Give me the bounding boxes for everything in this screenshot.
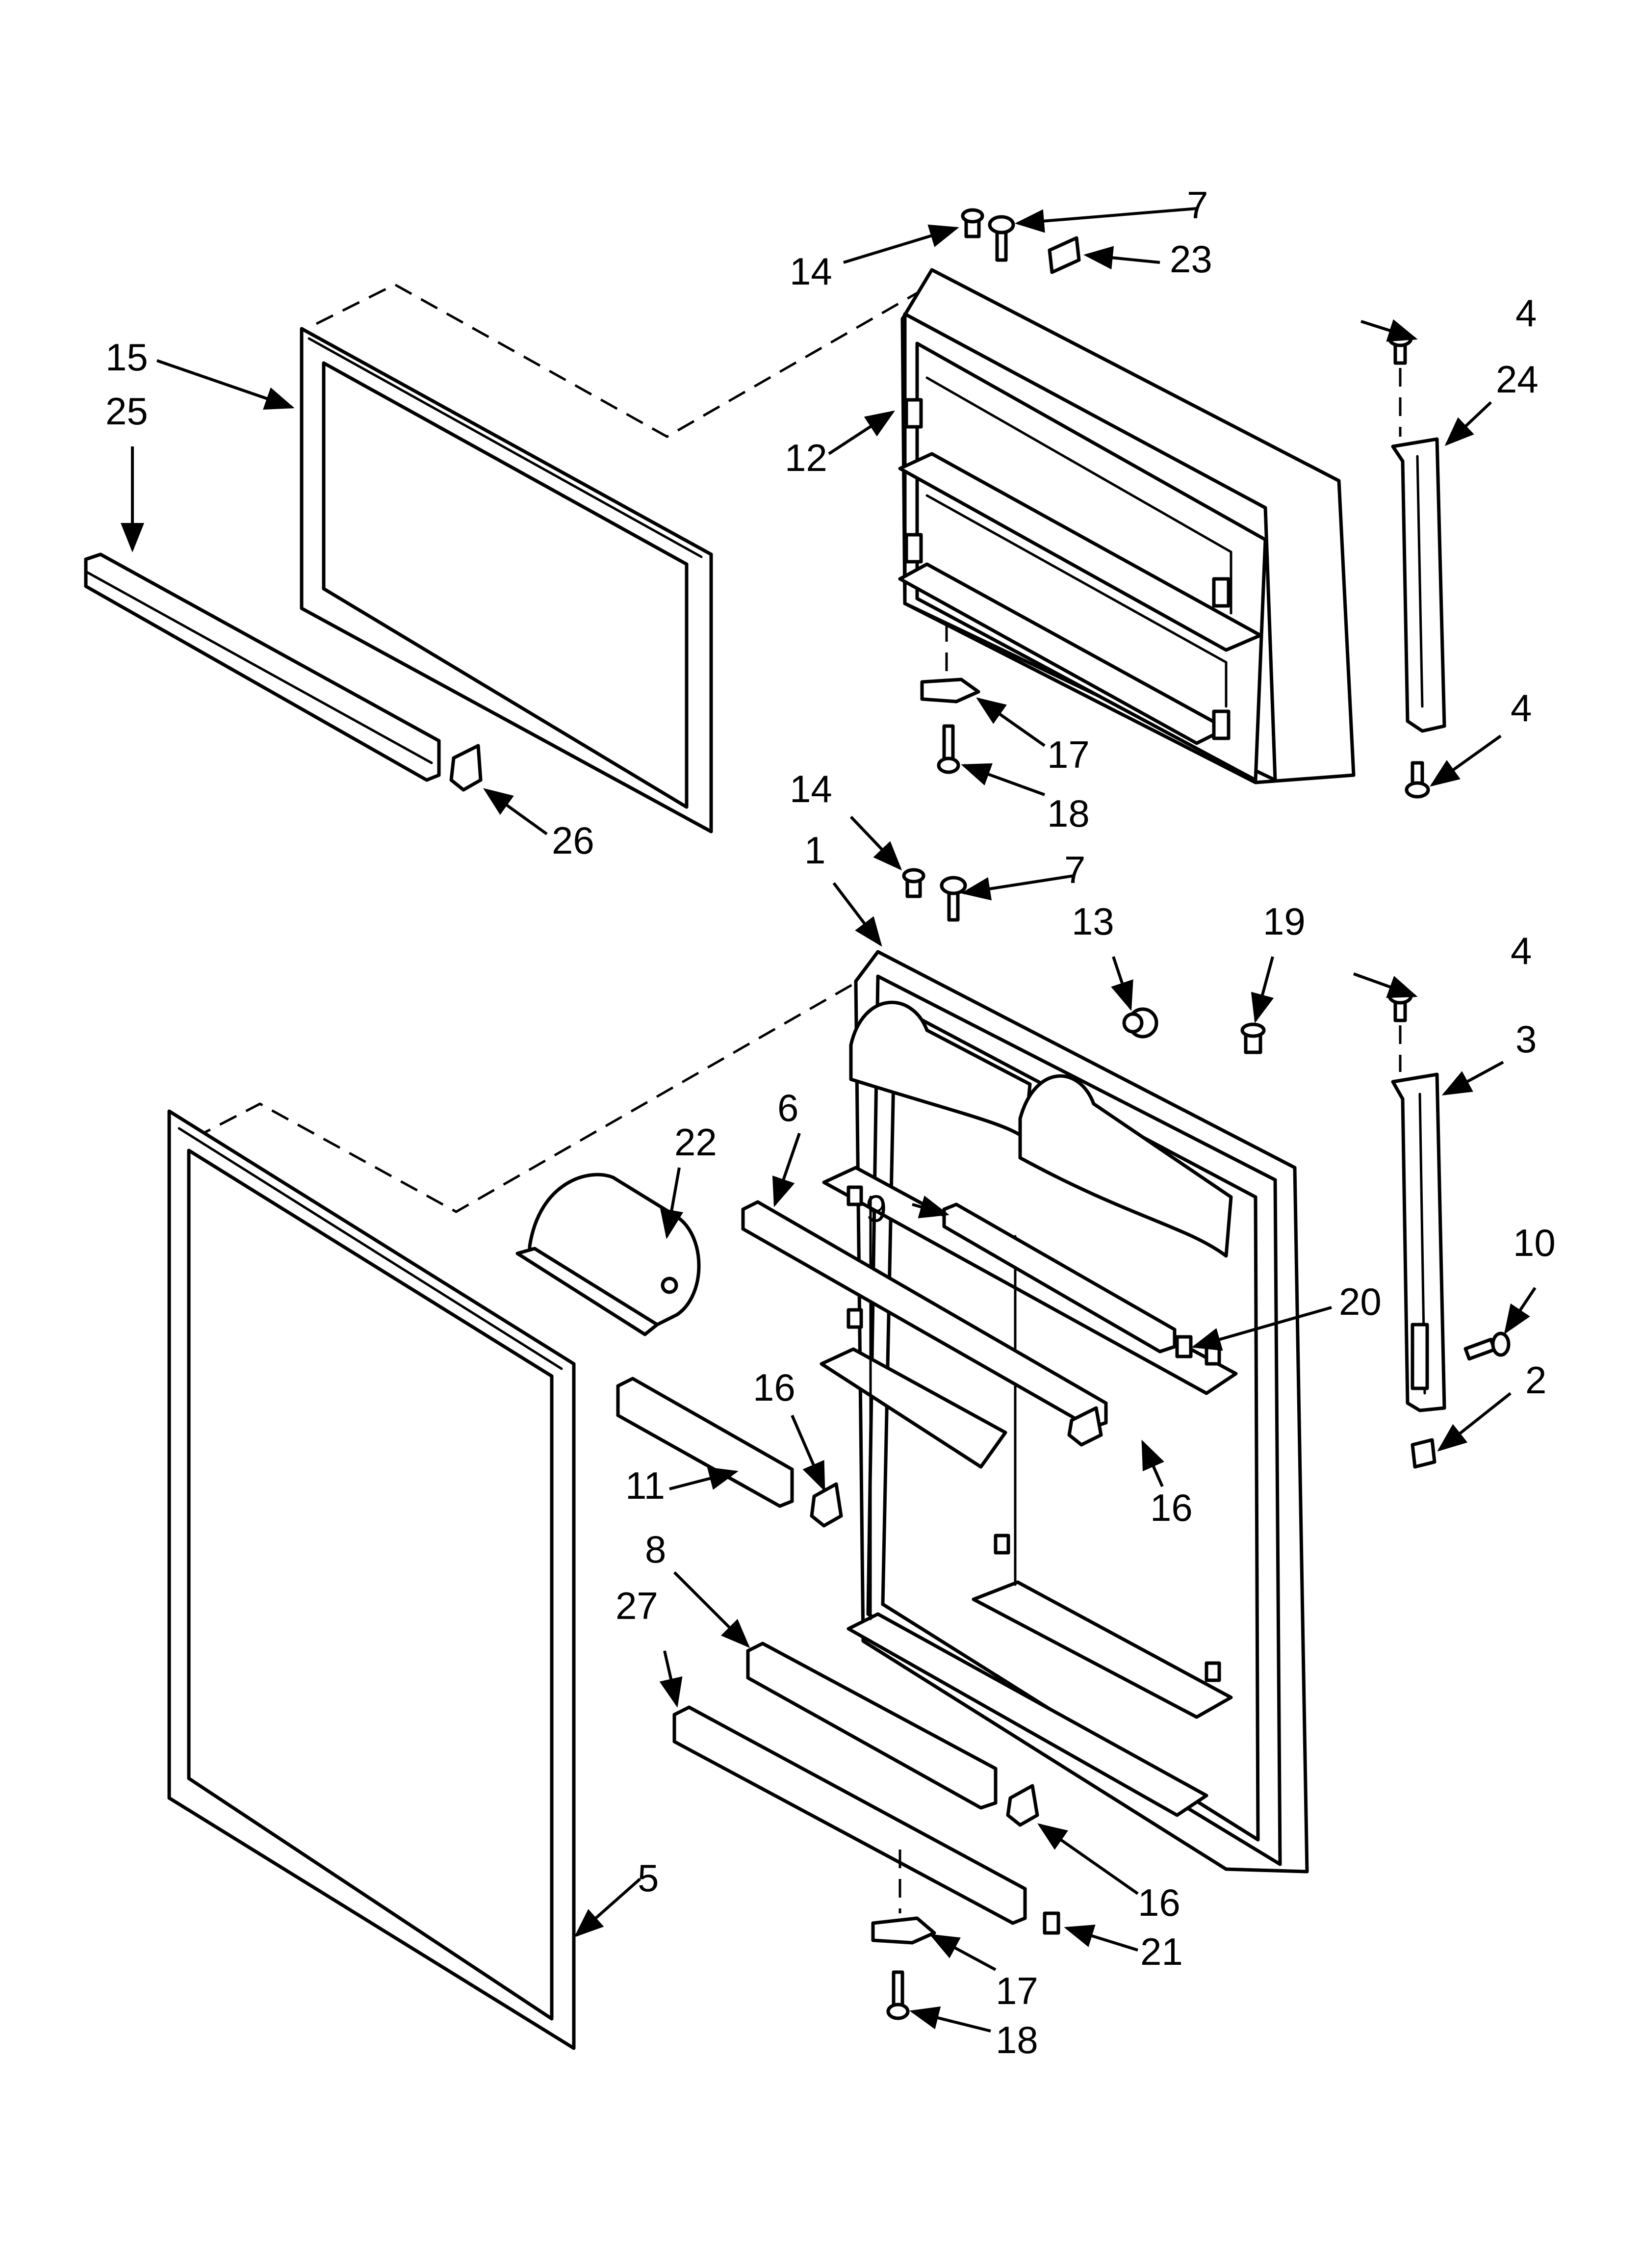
fresh-food-door-top-screw <box>940 876 967 922</box>
callout-3: 3 <box>1515 1017 1537 1061</box>
dairy-shelf-trim <box>942 1202 1177 1354</box>
shelf-trim-middle <box>616 1377 794 1508</box>
callout-12: 12 <box>785 436 827 479</box>
upper-trim-end-cap <box>1175 1335 1193 1358</box>
callout-1: 1 <box>804 829 825 872</box>
shelf-trim-bottom <box>672 1705 1027 1925</box>
bottom-trim-end-cap <box>1043 1911 1060 1935</box>
callout-27: 27 <box>616 1584 658 1627</box>
callout-13: 13 <box>1072 900 1114 943</box>
leader-arrows <box>121 207 1537 2033</box>
callout-17: 17 <box>996 1969 1038 2012</box>
callout-16: 16 <box>1138 1881 1180 1924</box>
trim-end-cap-lower <box>1006 1784 1039 1827</box>
freezer-door-trim <box>84 552 441 782</box>
shelf-trim-upper <box>741 1200 1108 1430</box>
callout-18: 18 <box>996 2018 1038 2061</box>
callout-22: 22 <box>674 1121 717 1164</box>
fresh-food-door-stop-pin <box>902 868 925 898</box>
hinge-hole-cap <box>1240 1022 1266 1054</box>
freezer-door-plug <box>1048 236 1081 274</box>
callout-5: 5 <box>638 1856 659 1900</box>
callout-16: 16 <box>1150 1486 1193 1529</box>
callout-25: 25 <box>105 390 148 433</box>
callout-17: 17 <box>1047 733 1090 776</box>
freezer-door-hinge-screw <box>937 724 960 774</box>
freezer-door-top-screw <box>988 215 1015 262</box>
callout-labels: 14 7 23 15 25 4 24 12 26 17 18 4 14 1 7 … <box>105 183 1556 2061</box>
callout-21: 21 <box>1140 1930 1183 1973</box>
dairy-compartment-door <box>515 1173 701 1336</box>
freezer-door-gasket <box>300 327 713 834</box>
handle-clip <box>1411 1438 1437 1469</box>
callout-18: 18 <box>1047 792 1090 835</box>
fresh-food-door-gasket <box>167 1109 576 2050</box>
callout-19: 19 <box>1263 900 1306 943</box>
callout-8: 8 <box>645 1528 666 1571</box>
callout-6: 6 <box>777 1086 798 1129</box>
callout-24: 24 <box>1496 358 1539 401</box>
freezer-door-liner <box>898 268 1356 784</box>
freezer-trim-end-cap <box>449 744 483 792</box>
callout-4: 4 <box>1511 929 1532 972</box>
callout-10: 10 <box>1513 1221 1556 1264</box>
freezer-handle-top-screw <box>1387 330 1413 437</box>
callout-2: 2 <box>1525 1358 1546 1402</box>
freezer-handle-bottom-screw <box>1405 761 1430 799</box>
shelf-trim-lower <box>746 1642 998 1810</box>
callout-9: 9 <box>866 1187 887 1230</box>
callout-14: 14 <box>790 767 832 810</box>
freezer-gasket-alignment-line <box>315 283 933 438</box>
freezer-door-stop-pin <box>961 208 984 238</box>
trim-end-cap-right <box>1067 1406 1103 1447</box>
fresh-food-gasket-alignment-line <box>193 960 894 1213</box>
callout-7: 7 <box>1064 848 1085 891</box>
callout-20: 20 <box>1339 1280 1382 1323</box>
freezer-door-hinge <box>920 623 980 704</box>
callout-11: 11 <box>625 1464 665 1507</box>
callout-15: 15 <box>105 336 148 379</box>
fresh-food-door-hinge-screw <box>886 1970 910 2020</box>
callout-7: 7 <box>1187 183 1208 227</box>
fresh-food-handle-screw <box>1387 987 1413 1072</box>
callout-14: 14 <box>790 250 832 293</box>
freezer-door-handle <box>1391 437 1446 733</box>
callout-4: 4 <box>1515 291 1537 335</box>
fresh-food-door-handle <box>1391 1072 1446 1412</box>
callout-26: 26 <box>552 819 594 862</box>
trim-end-cap-left <box>810 1482 843 1528</box>
door-plug-button <box>1122 1007 1158 1039</box>
callout-16: 16 <box>753 1366 795 1409</box>
callout-23: 23 <box>1170 237 1212 281</box>
handle-side-screw <box>1463 1331 1511 1361</box>
fresh-food-door-hinge <box>871 1850 936 1945</box>
callout-4: 4 <box>1511 686 1532 730</box>
